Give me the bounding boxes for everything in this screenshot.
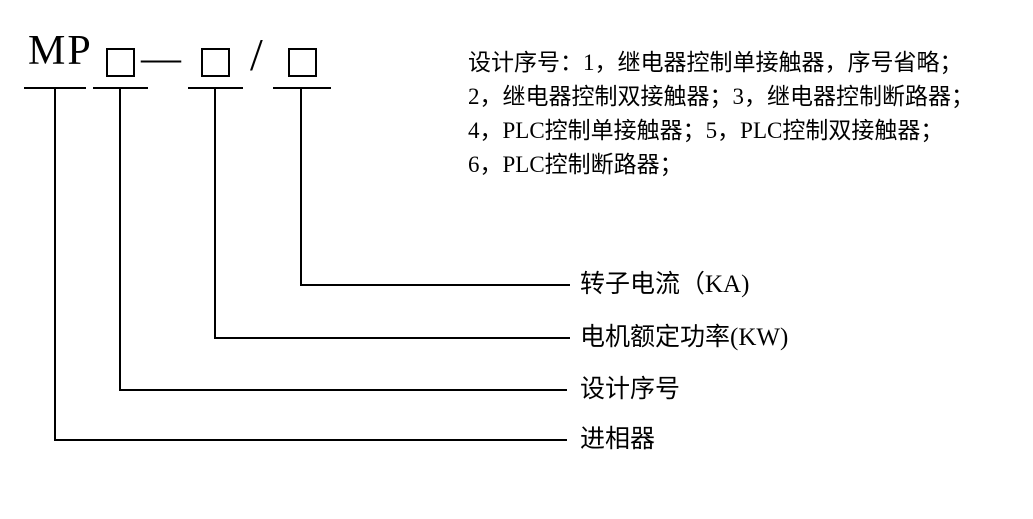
callout-motor-power: 电机额定功率(KW) (580, 324, 789, 351)
legend-line-3: 4，PLC控制单接触器；5，PLC控制双接触器； (468, 118, 944, 143)
rotor-current-placeholder-box (288, 48, 317, 77)
leader-line-motor-power (214, 88, 570, 339)
callout-phase-advancer: 进相器 (580, 426, 656, 453)
dash-separator: — (141, 35, 181, 80)
legend-line-4: 6，PLC控制断路器； (468, 152, 683, 177)
design-serial-placeholder-box (106, 48, 135, 77)
leader-line-rotor-current (300, 88, 570, 286)
motor-power-placeholder-box (201, 48, 230, 77)
legend-line-1: 设计序号：1，继电器控制单接触器，序号省略； (468, 50, 963, 75)
legend-line-2: 2，继电器控制双接触器；3，继电器控制断路器； (468, 84, 974, 109)
leader-line-phase-advancer (54, 88, 567, 441)
model-prefix: MP (28, 28, 93, 74)
callout-design-serial: 设计序号 (580, 376, 681, 403)
slash-separator: / (250, 29, 263, 80)
leader-line-design-serial (119, 88, 567, 391)
callout-rotor-current: 转子电流（KA) (580, 271, 750, 298)
design-serial-legend: 设计序号：1，继电器控制单接触器，序号省略； 2，继电器控制双接触器；3，继电器… (468, 46, 974, 182)
